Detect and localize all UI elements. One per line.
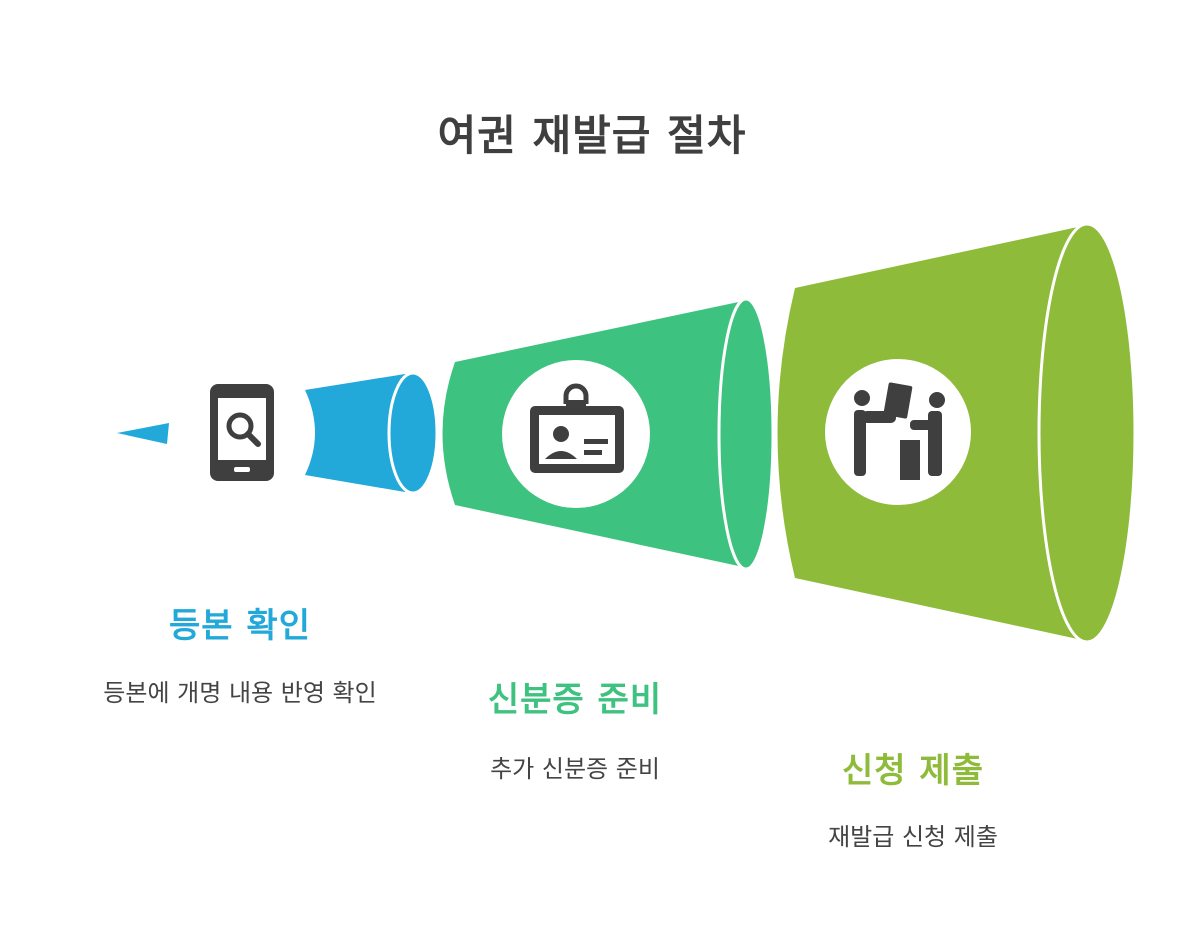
- funnel-tip: [117, 423, 169, 444]
- id-badge-icon: [502, 360, 650, 508]
- step-1-description: 등본에 개명 내용 반영 확인: [103, 679, 377, 707]
- step-2-description: 추가 신분증 준비: [490, 755, 660, 783]
- diagram-title: 여권 재발급 절차: [437, 111, 747, 160]
- step-3-title: 신청 제출: [842, 751, 984, 791]
- funnel-segment-1-rim: [387, 371, 439, 495]
- step-2-title: 신분증 준비: [487, 680, 663, 720]
- document-handover-icon: [825, 359, 971, 505]
- mobile-search-icon: [210, 384, 274, 481]
- funnel-segment-3-rim: [1037, 222, 1137, 644]
- step-1-title: 등본 확인: [169, 606, 311, 646]
- funnel-segment-2-rim: [717, 297, 775, 571]
- step-3-description: 재발급 신청 제출: [828, 823, 998, 851]
